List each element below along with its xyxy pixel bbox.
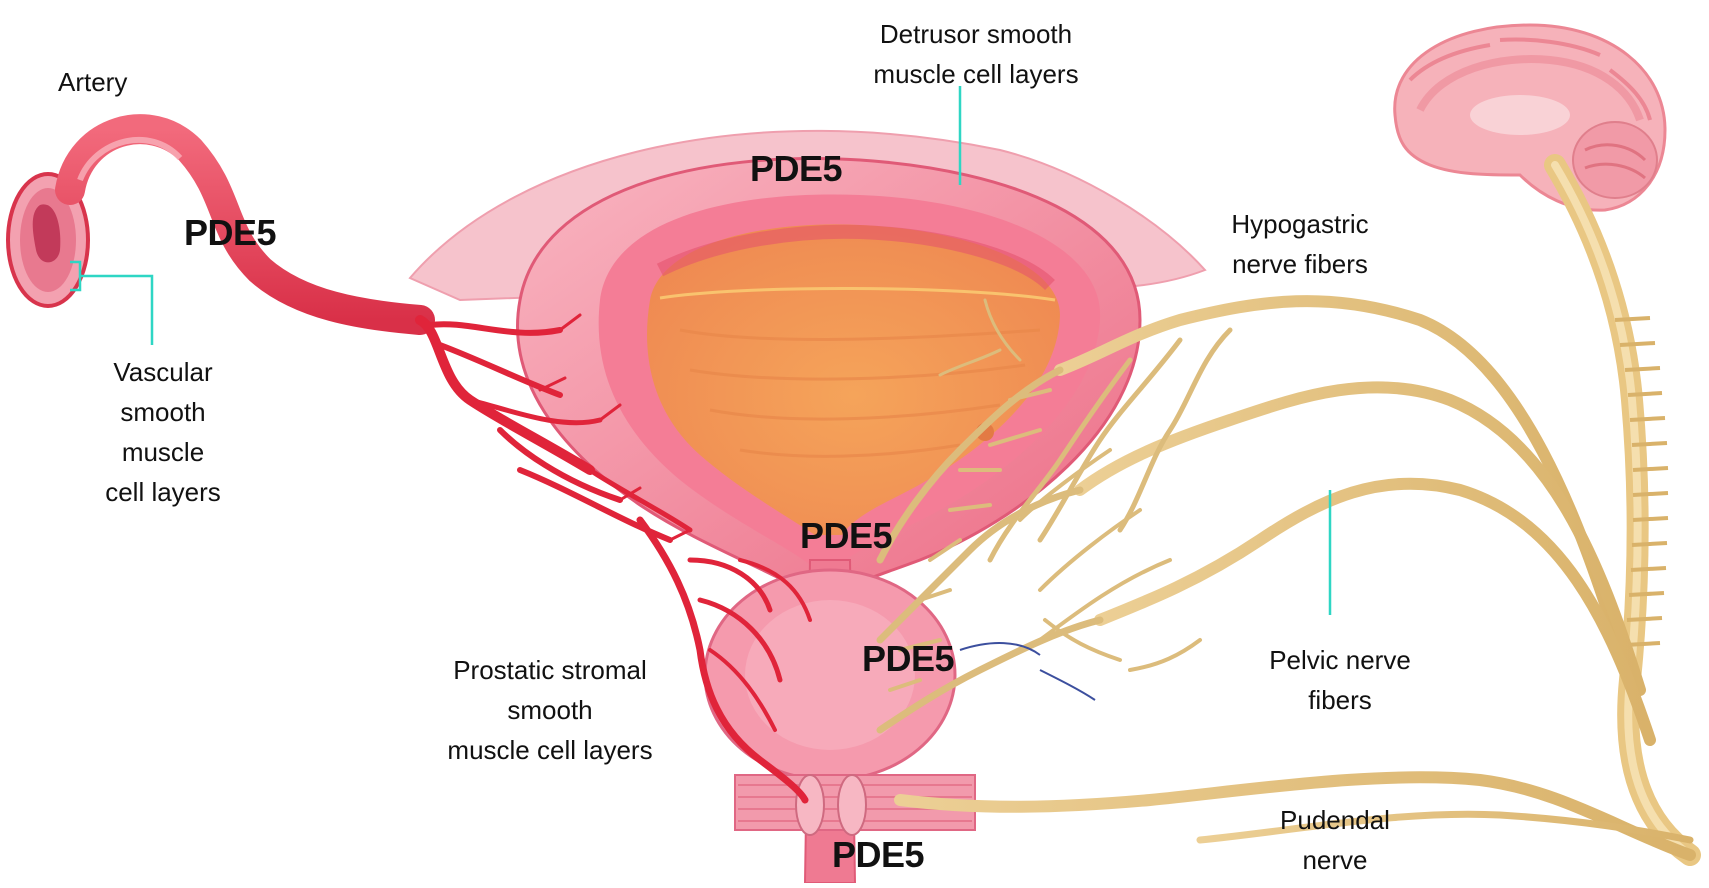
label-hypogastric-line-2: nerve fibers [1200, 244, 1400, 284]
pde5-prostate: PDE5 [862, 638, 954, 680]
label-detrusor-line-1: Detrusor smooth [856, 14, 1096, 54]
label-pudendal-line-2: nerve [1265, 840, 1405, 880]
label-prostatic: Prostatic stromal smooth muscle cell lay… [425, 650, 675, 770]
pde5-bladder-neck: PDE5 [800, 515, 892, 557]
label-pelvic: Pelvic nerve fibers [1255, 640, 1425, 720]
label-artery: Artery [58, 62, 127, 102]
label-hypogastric: Hypogastric nerve fibers [1200, 204, 1400, 284]
label-hypogastric-line-1: Hypogastric [1200, 204, 1400, 244]
label-prostatic-line-2: smooth [425, 690, 675, 730]
label-pelvic-line-1: Pelvic nerve [1255, 640, 1425, 680]
label-vascular: Vascular smooth muscle cell layers [88, 352, 238, 512]
label-detrusor: Detrusor smooth muscle cell layers [856, 14, 1096, 94]
brain [1395, 25, 1665, 210]
label-vascular-line-3: muscle [88, 432, 238, 472]
label-vascular-line-4: cell layers [88, 472, 238, 512]
label-vascular-line-1: Vascular [88, 352, 238, 392]
pde5-sphincter: PDE5 [832, 834, 924, 876]
pde5-artery: PDE5 [184, 212, 276, 254]
label-prostatic-line-1: Prostatic stromal [425, 650, 675, 690]
pde5-bladder-dome: PDE5 [750, 148, 842, 190]
label-pelvic-line-2: fibers [1255, 680, 1425, 720]
label-prostatic-line-3: muscle cell layers [425, 730, 675, 770]
label-pudendal-line-1: Pudendal [1265, 800, 1405, 840]
label-vascular-line-2: smooth [88, 392, 238, 432]
label-pudendal: Pudendal nerve [1265, 800, 1405, 880]
label-detrusor-line-2: muscle cell layers [856, 54, 1096, 94]
